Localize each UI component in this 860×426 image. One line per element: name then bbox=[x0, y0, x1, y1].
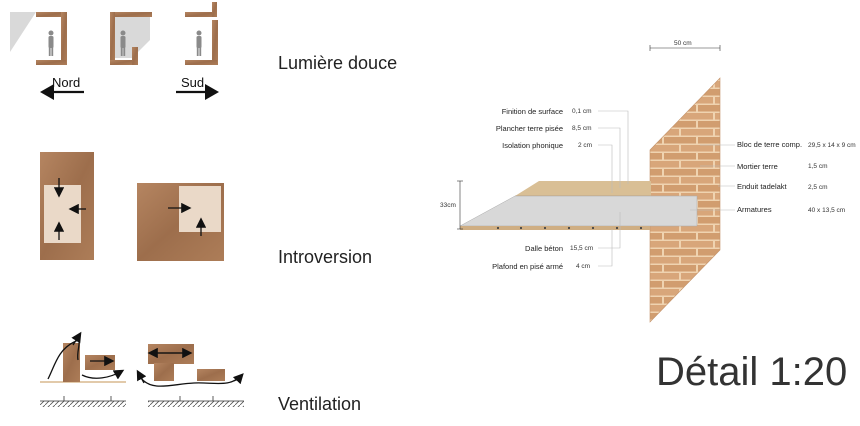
courtyard bbox=[44, 185, 81, 243]
earth-ceiling bbox=[460, 226, 650, 230]
note-surface-finish: Finition de surface bbox=[501, 107, 563, 116]
earth-floor bbox=[515, 181, 651, 196]
note-acoustic-insulation: Isolation phonique bbox=[502, 141, 563, 150]
person-icon bbox=[120, 30, 126, 56]
courtyard bbox=[179, 186, 221, 232]
ventilation-concept-label: Ventilation bbox=[278, 394, 362, 414]
wall-segment bbox=[132, 47, 138, 65]
concrete-slab bbox=[460, 196, 697, 226]
note-acoustic-insulation-value: 2 cm bbox=[578, 142, 593, 149]
person-icon bbox=[48, 30, 54, 56]
note-concrete-slab-value: 15,5 cm bbox=[570, 245, 594, 252]
introversion-concept-label: Introversion bbox=[278, 247, 373, 267]
ventilation-diagram bbox=[40, 331, 244, 407]
wall-segment bbox=[185, 12, 217, 17]
note-earth-ceiling: Plafond en pisé armé bbox=[492, 262, 563, 271]
earth-block bbox=[197, 369, 225, 381]
note-earth-floor: Plancher terre pisée bbox=[495, 124, 563, 133]
note-earth-ceiling-value: 4 cm bbox=[576, 263, 591, 270]
ground-hatch bbox=[148, 401, 244, 407]
wall-segment bbox=[61, 12, 67, 65]
detail-scale-title: Détail 1:20 bbox=[656, 350, 848, 394]
note-reinforcement: Armatures bbox=[737, 205, 772, 214]
south-arrow-head bbox=[205, 84, 219, 100]
light-diagram bbox=[10, 2, 219, 100]
air-flow-arrow bbox=[81, 369, 125, 380]
height-dimension: 33cm bbox=[440, 202, 456, 209]
ground-hatch bbox=[40, 401, 126, 407]
south-label: Sud bbox=[181, 75, 205, 90]
person-icon bbox=[196, 30, 202, 56]
construction-detail bbox=[457, 45, 735, 323]
note-earth-block-value: 29,5 x 14 x 9 cm bbox=[808, 142, 856, 149]
note-surface-finish-value: 0,1 cm bbox=[572, 108, 592, 115]
light-wedge bbox=[10, 12, 36, 52]
earth-block bbox=[63, 343, 80, 382]
note-earth-mortar-value: 1,5 cm bbox=[808, 163, 828, 170]
note-earth-block: Bloc de terre comp. bbox=[737, 140, 803, 149]
north-label: Nord bbox=[52, 75, 81, 90]
note-earth-mortar: Mortier terre bbox=[737, 162, 778, 171]
note-tadelakt-value: 2,5 cm bbox=[808, 184, 828, 191]
light-concept-label: Lumière douce bbox=[278, 53, 398, 73]
note-reinforcement-value: 40 x 13,5 cm bbox=[808, 207, 846, 214]
leader-lines bbox=[598, 110, 735, 267]
earth-block bbox=[154, 363, 174, 381]
air-flow-arrow bbox=[136, 369, 147, 384]
wall-segment bbox=[212, 2, 217, 17]
wall-segment bbox=[110, 12, 115, 65]
note-earth-floor-value: 8,5 cm bbox=[572, 125, 592, 132]
wall-segment bbox=[185, 60, 217, 65]
earth-block bbox=[85, 355, 115, 370]
rebar-dots bbox=[496, 226, 643, 230]
note-tadelakt: Enduit tadelakt bbox=[737, 182, 787, 191]
wall-segment bbox=[212, 20, 218, 65]
north-arrow-head bbox=[40, 84, 54, 100]
note-concrete-slab: Dalle béton bbox=[525, 244, 563, 253]
wall-segment bbox=[110, 12, 152, 17]
earth-block bbox=[148, 344, 194, 364]
width-dimension: 50 cm bbox=[674, 40, 692, 47]
wall-segment bbox=[36, 60, 66, 65]
wall-segment bbox=[36, 12, 66, 17]
introversion-diagram bbox=[40, 152, 224, 261]
air-flow-arrow bbox=[71, 331, 82, 346]
wall-segment bbox=[110, 60, 133, 65]
air-flow-arrow bbox=[140, 373, 244, 387]
